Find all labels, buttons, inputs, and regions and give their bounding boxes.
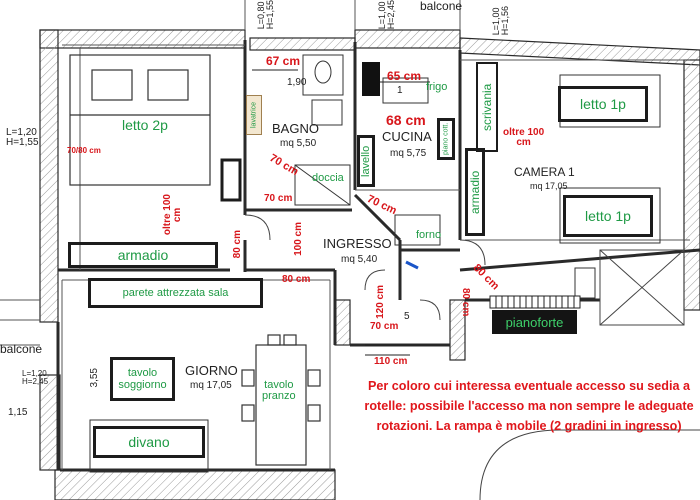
piano-cottura-box: piano cott. [437,118,455,160]
armadio-left-label: armadio [117,247,169,263]
accessibility-note: Per coloro cui interessa eventuale acces… [364,379,694,433]
dining-table [241,334,321,466]
door-swings [244,214,486,321]
measure-100-corr: 100 cm [293,222,304,256]
measure-80-corr: 80 cm [232,230,243,259]
measure-70-80: 70/80 cm [67,146,101,155]
forno-label: forno [416,229,442,241]
scrivania-box: scrivania [476,62,498,152]
window-dim-giorno: L=1,20 H=2,45 [22,369,49,386]
measure-arrows [252,69,440,356]
parete-box: parete attrezzata sala [88,278,263,308]
measure-65: 65 cm [387,69,422,83]
scrivania-label: scrivania [480,83,494,131]
window-dim-cucina: L=1,00 H=2,45 [377,0,396,30]
tavolo-pranzo-label: tavolo pranzo [262,379,296,402]
letto-1p-b-box: letto 1p [563,195,653,237]
dim-5: 5 [404,311,410,322]
balcone-left-label: balcone [0,342,43,356]
kitchen-fixtures [382,77,441,246]
measure-oltre-camera: oltre 100 cm [503,127,545,148]
measure-67: 67 cm [266,54,301,68]
sofa-outline [89,419,209,473]
armadio-camera-box: armadio [465,148,485,236]
ramp-mark [405,260,419,270]
tavolo-soggiorno-box: tavolo soggiorno [110,357,175,401]
measure-oltre-letto: oltre 100 cm [162,194,183,236]
bathroom-fixtures [294,54,351,206]
divano-label: divano [128,434,170,450]
tavolo-soggiorno-label: tavolo soggiorno [118,367,167,391]
room-camera-area: mq 17,05 [530,181,568,191]
pianoforte-label: pianoforte [505,314,564,330]
lavatrice-box: lavatrice [246,95,262,135]
room-bagno-area: mq 5,50 [280,138,317,149]
room-cucina-area: mq 5,75 [390,148,427,159]
armadio-left-box: armadio [68,242,218,268]
stairwell [599,249,685,326]
room-cucina-name: CUCINA [382,129,432,144]
letto-2p-label: letto 2p [122,117,168,133]
piano-keys [489,295,581,309]
room-bagno-name: BAGNO [272,121,319,136]
letto-1p-a-box: letto 1p [558,86,648,122]
room-camera-name: CAMERA 1 [514,165,575,179]
frigo-label: frigo [426,81,448,93]
outer-walls [39,29,700,500]
dim-115: 1,15 [8,407,28,418]
lavatrice-label: lavatrice [250,101,258,129]
window-dim-left: L=1,20 H=1,55 [6,127,39,148]
fridge-block [362,62,380,96]
dim-1: 1 [397,85,403,96]
window-dim-camera: L=1,00 H=1,56 [491,6,510,36]
letto-1p-b-label: letto 1p [585,208,631,224]
doccia-label: doccia [312,172,344,184]
measure-110: 110 cm [374,356,408,367]
dim-190: 1,90 [287,77,307,88]
room-ingresso-name: INGRESSO [323,236,392,251]
lavello-box: lavello [357,135,375,187]
balcony-arc [479,429,700,500]
dim-355: 3,55 [89,368,100,388]
parete-label: parete attrezzata sala [122,287,229,299]
room-ingresso-area: mq 5,40 [341,254,378,265]
room-giorno-name: GIORNO [185,363,238,378]
window-dim-bagno: L=0,80 H=1,55 [256,0,275,30]
pianoforte-box: pianoforte [492,310,577,334]
balcone-top-label: balcone [420,0,463,13]
letto-1p-a-label: letto 1p [580,96,626,112]
nightstand [220,158,242,202]
room-giorno-area: mq 17,05 [190,380,232,391]
measure-70-passage: 70 cm [370,321,399,332]
armadio-camera-label: armadio [468,170,482,214]
interior-walls [56,40,700,472]
lavello-label: lavello [360,145,372,177]
piano-cottura-label: piano cott. [442,122,450,156]
divano-box: divano [93,426,205,458]
measure-70-corr: 70 cm [264,193,293,204]
measure-120: 120 cm [375,285,386,319]
measure-68: 68 cm [386,112,426,128]
measure-80-side: 80 cm [460,288,471,317]
double-bed [69,54,211,186]
measure-80-ingr: 80 cm [282,274,311,285]
